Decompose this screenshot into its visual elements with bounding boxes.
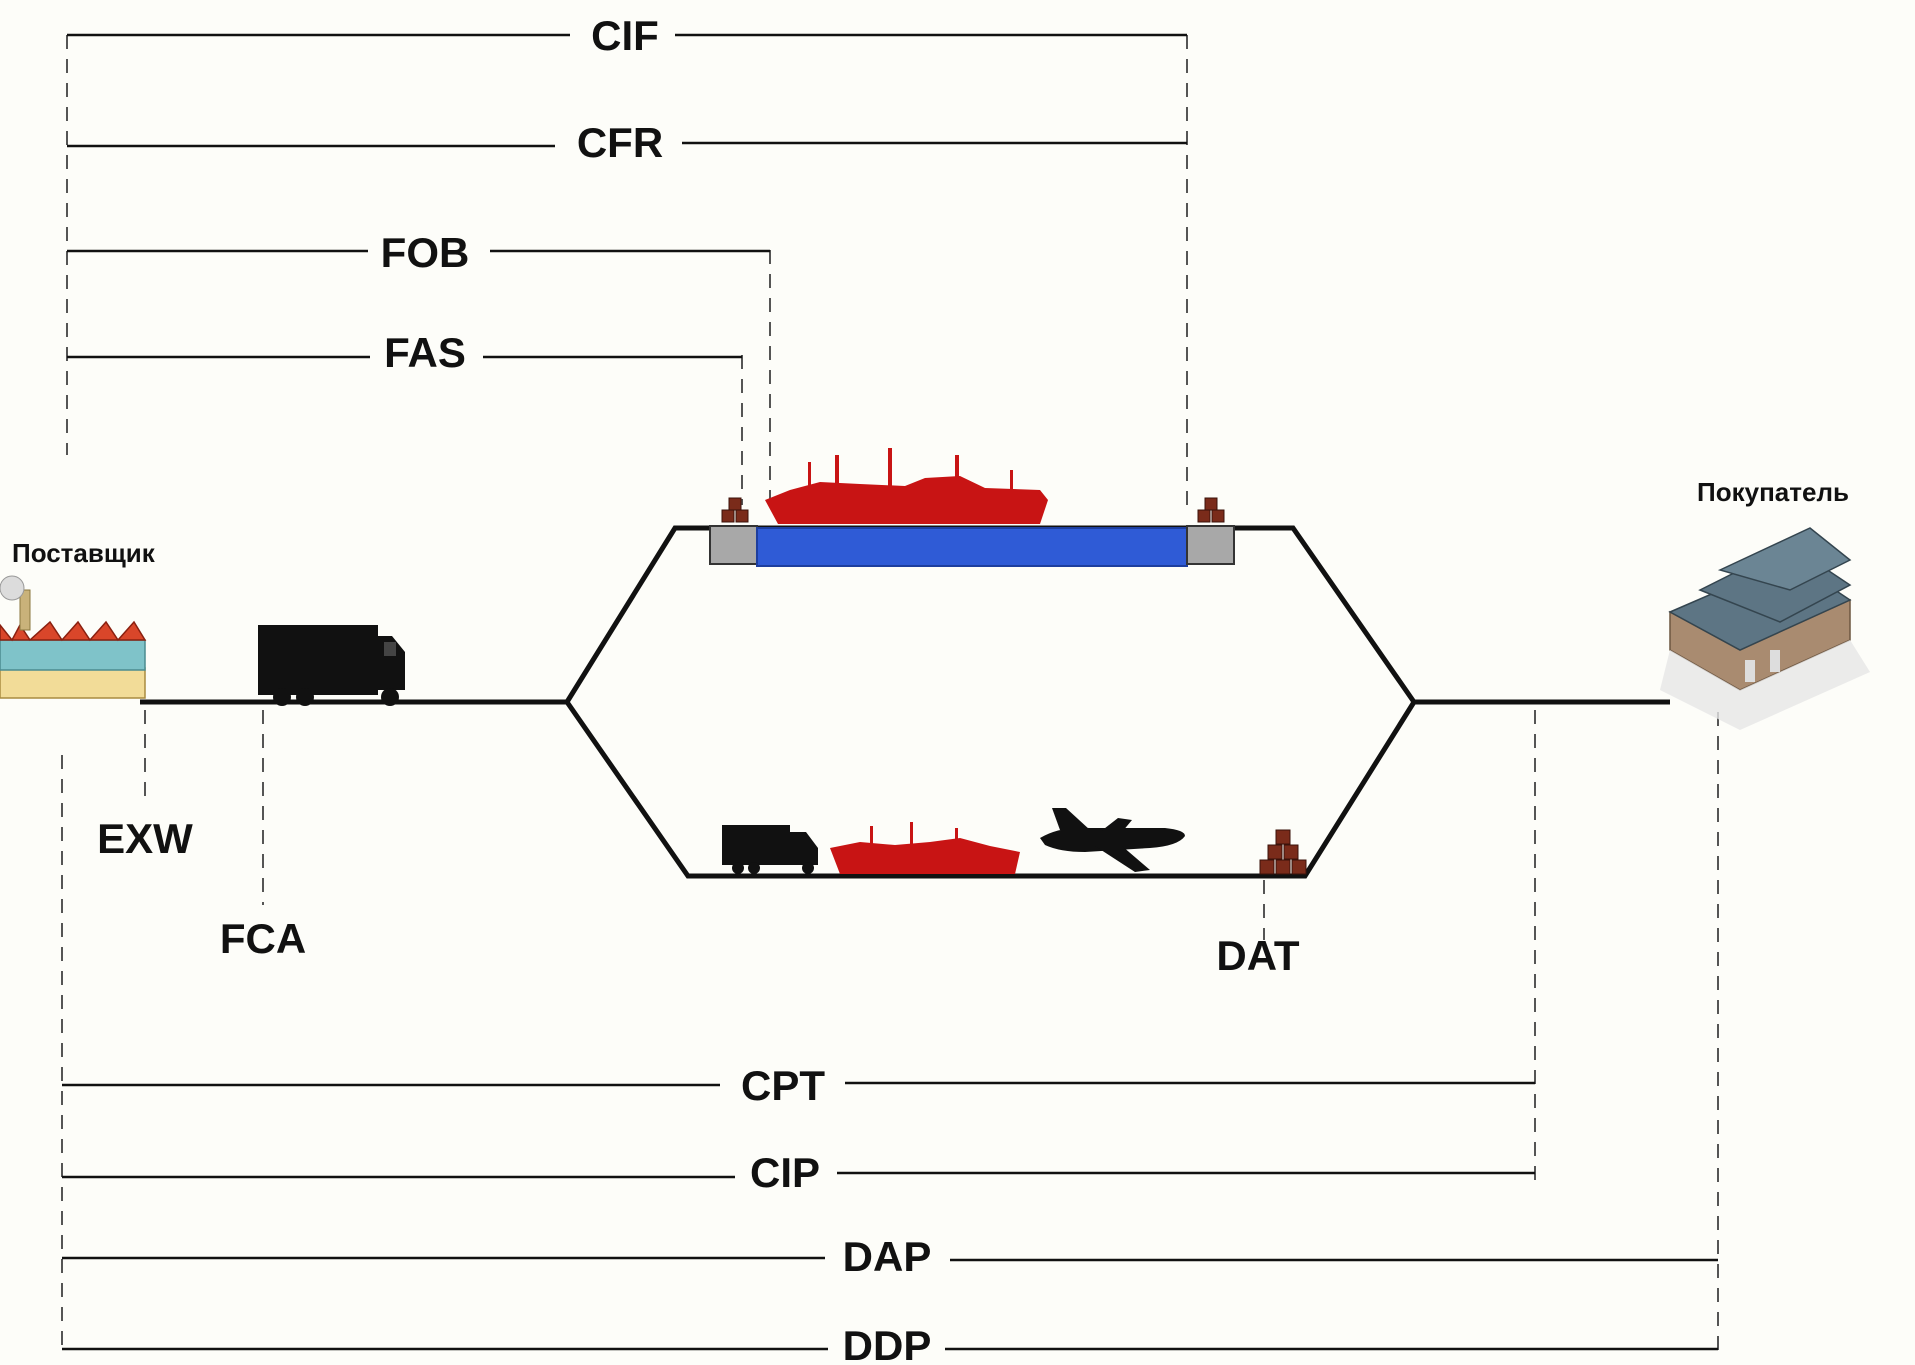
term-fca-label: FCA bbox=[220, 915, 306, 962]
term-cip-label: CIP bbox=[750, 1149, 820, 1196]
transport-route bbox=[140, 525, 1670, 879]
cargo-stack-icon bbox=[1259, 829, 1307, 875]
ship-icon bbox=[830, 822, 1020, 874]
quay-left bbox=[709, 525, 758, 565]
buyer-label: Покупатель bbox=[1697, 477, 1849, 507]
ship-icon bbox=[765, 448, 1048, 524]
quay-right bbox=[1186, 525, 1235, 565]
term-ddp-label: DDP bbox=[843, 1322, 932, 1365]
truck-icon bbox=[722, 825, 818, 874]
term-ddp: DDP bbox=[62, 1322, 1718, 1365]
warehouse-icon bbox=[1660, 527, 1870, 730]
factory-icon bbox=[0, 575, 147, 699]
term-cif: CIF bbox=[67, 12, 1187, 59]
term-fob-label: FOB bbox=[381, 229, 470, 276]
term-dat-label: DAT bbox=[1216, 932, 1300, 979]
term-cip: CIP bbox=[62, 1149, 1535, 1196]
airplane-icon bbox=[1040, 808, 1185, 872]
truck-icon bbox=[258, 625, 405, 706]
term-exw-label: EXW bbox=[97, 815, 193, 862]
seller-label: Поставщик bbox=[12, 538, 156, 568]
term-cif-label: CIF bbox=[591, 12, 659, 59]
term-cfr: CFR bbox=[67, 119, 1187, 166]
term-cpt: CPT bbox=[62, 1062, 1535, 1109]
multimodal-leg bbox=[722, 808, 1307, 875]
sea-leg bbox=[709, 448, 1235, 567]
water bbox=[756, 527, 1188, 567]
cargo-stack-icon bbox=[721, 497, 749, 523]
term-fas: FAS bbox=[67, 329, 742, 376]
term-cpt-label: CPT bbox=[741, 1062, 825, 1109]
term-fas-label: FAS bbox=[384, 329, 466, 376]
term-dap: DAP bbox=[62, 1233, 1718, 1280]
term-dap-label: DAP bbox=[843, 1233, 932, 1280]
dashed-guides bbox=[61, 35, 1719, 1355]
term-cfr-label: CFR bbox=[577, 119, 663, 166]
term-fob: FOB bbox=[67, 229, 770, 276]
cargo-stack-icon bbox=[1197, 497, 1225, 523]
